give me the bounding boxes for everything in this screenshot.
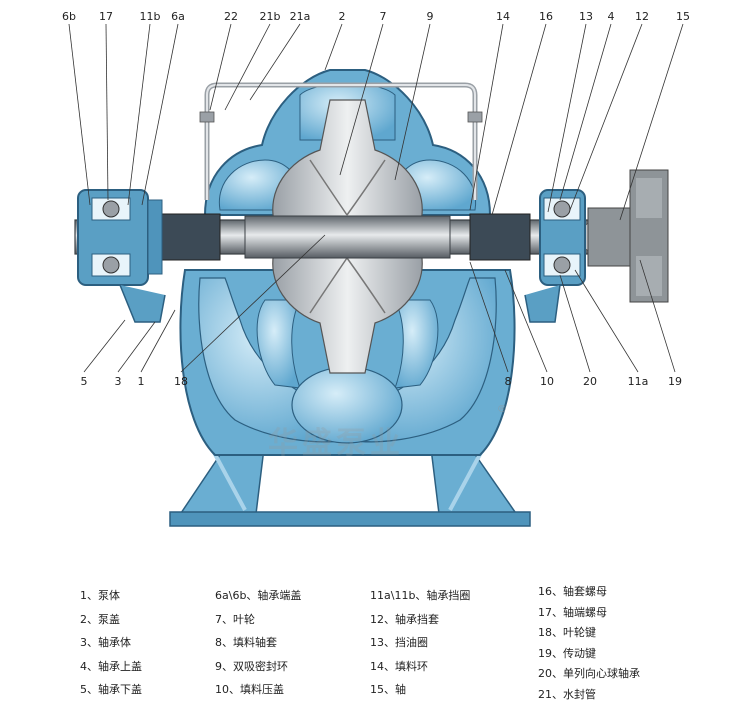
- callout-21a: 21a: [290, 10, 311, 23]
- legend-item: 9、双吸密封环: [215, 659, 288, 673]
- legend-item: 6a\6b、轴承端盖: [215, 589, 302, 602]
- registered-mark: ®: [497, 404, 507, 415]
- callout-21b: 21b: [260, 10, 281, 23]
- legend-column-3: 11a\11b、轴承挡圈 12、轴承挡套 13、挡油圈 14、填料环 15、轴: [370, 584, 550, 702]
- right-bearing-housing: [524, 189, 586, 323]
- callout-5: 5: [81, 375, 88, 388]
- legend-item: 7、叶轮: [215, 612, 255, 626]
- watermark-text: 华盛泵业: [268, 426, 404, 461]
- left-bearing-housing: [77, 189, 166, 323]
- pump-base: [169, 439, 531, 527]
- callout-17: 17: [99, 10, 113, 23]
- legend-item: 8、填料轴套: [215, 636, 277, 650]
- legend-item: 2、泵盖: [80, 612, 120, 626]
- callout-9: 9: [427, 10, 434, 23]
- legend-item: 20、单列向心球轴承: [538, 667, 640, 681]
- parts-legend: 1、泵体 2、泵盖 3、轴承体 4、轴承上盖 5、轴承下盖 6a\6b、轴承端盖…: [0, 584, 750, 714]
- callout-3: 3: [115, 375, 122, 388]
- callout-labels-bottom: 5 3 1 18 8 10 20 11a 19: [81, 375, 683, 388]
- callout-1: 1: [138, 375, 145, 388]
- legend-item: 18、叶轮键: [538, 626, 596, 640]
- callout-10: 10: [540, 375, 554, 388]
- callout-13: 13: [579, 10, 593, 23]
- legend-item: 17、轴端螺母: [538, 605, 607, 619]
- legend-item: 5、轴承下盖: [80, 683, 142, 697]
- legend-item: 15、轴: [370, 683, 406, 697]
- callout-19: 19: [668, 375, 682, 388]
- legend-item: 1、泵体: [80, 589, 120, 602]
- callout-18: 18: [174, 375, 188, 388]
- callout-11a: 11a: [628, 375, 649, 388]
- callout-11b: 11b: [140, 10, 161, 23]
- legend-item: 21、水封管: [538, 687, 596, 701]
- legend-item: 13、挡油圈: [370, 636, 428, 650]
- coupling: [587, 169, 669, 303]
- legend-column-1: 1、泵体 2、泵盖 3、轴承体 4、轴承上盖 5、轴承下盖: [80, 584, 260, 702]
- callout-6b: 6b: [62, 10, 76, 23]
- callout-labels-top: 6b 17 11b 6a 22 21b 21a 2 7 9 14 16 13 4 12 15: [62, 10, 690, 23]
- legend-column-4: 16、轴套螺母 17、轴端螺母 18、叶轮键 19、传动键 20、单列向心球轴承…: [538, 582, 718, 706]
- legend-item: 4、轴承上盖: [80, 659, 142, 673]
- callout-4: 4: [608, 10, 615, 23]
- legend-item: 11a\11b、轴承挡圈: [370, 589, 471, 602]
- leader-lines: [68, 23, 684, 373]
- callout-22: 22: [224, 10, 238, 23]
- legend-item: 3、轴承体: [80, 636, 131, 650]
- callout-14: 14: [496, 10, 510, 23]
- callout-2: 2: [339, 10, 346, 23]
- legend-item: 14、填料环: [370, 659, 428, 673]
- pump-cross-section-diagram: 6b 17 11b 6a 22 21b 21a 2 7 9 14 16 13 4 12 15 5 3 1 18 8 10…: [62, 10, 690, 527]
- callout-16: 16: [539, 10, 553, 23]
- callout-8: 8: [505, 375, 512, 388]
- callout-6a: 6a: [171, 10, 185, 23]
- callout-7: 7: [380, 10, 387, 23]
- legend-item: 10、填料压盖: [215, 683, 284, 697]
- callout-12: 12: [635, 10, 649, 23]
- impeller: [272, 99, 423, 374]
- callout-15: 15: [676, 10, 690, 23]
- callout-20: 20: [583, 375, 597, 388]
- water-seal-pipe: [199, 82, 483, 200]
- legend-item: 12、轴承挡套: [370, 612, 439, 626]
- legend-item: 19、传动键: [538, 646, 596, 660]
- legend-item: 16、轴套螺母: [538, 585, 607, 598]
- legend-column-2: 6a\6b、轴承端盖 7、叶轮 8、填料轴套 9、双吸密封环 10、填料压盖: [215, 584, 395, 702]
